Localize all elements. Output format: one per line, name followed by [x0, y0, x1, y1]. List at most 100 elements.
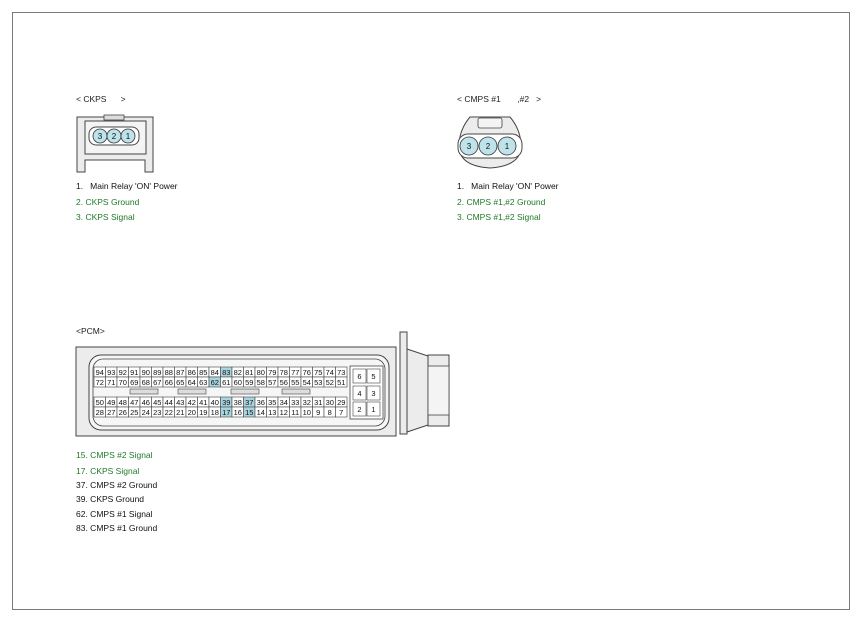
pcm-pin-label-13: 13	[268, 408, 276, 417]
cmps-pin-label-2: 2	[486, 142, 491, 151]
pcm-pin-label-72: 72	[96, 378, 104, 387]
pcm-pin-label-81: 81	[245, 368, 253, 377]
pcm-pin-label-27: 27	[107, 408, 115, 417]
pcm-pin-label-34: 34	[280, 398, 288, 407]
pcm-pin-label-24: 24	[142, 408, 150, 417]
pcm-pin-label-65: 65	[176, 378, 184, 387]
pcm-pin-label-17: 17	[222, 408, 230, 417]
pcm-pin-label-78: 78	[280, 368, 288, 377]
pcm-pin-label-43: 43	[176, 398, 184, 407]
pcm-pin-label-63: 63	[199, 378, 207, 387]
ckps-pin-label-3: 3	[98, 132, 103, 141]
pcm-pin-label-33: 33	[291, 398, 299, 407]
pcm-pin-label-35: 35	[268, 398, 276, 407]
pcm-small-pin-label-3: 3	[371, 389, 375, 398]
pcm-pin-label-49: 49	[107, 398, 115, 407]
pcm-legend-37: 37. CMPS #2 Ground	[76, 480, 158, 490]
pcm-pin-label-18: 18	[211, 408, 219, 417]
cmps-legend-2: 2. CMPS #1,#2 Ground	[457, 197, 546, 207]
pcm-pin-label-68: 68	[142, 378, 150, 387]
ckps-pin-label-2: 2	[112, 132, 117, 141]
ckps-legend-1: 1. Main Relay 'ON' Power	[76, 181, 178, 191]
pcm-pin-label-44: 44	[165, 398, 173, 407]
pcm-pin-label-85: 85	[199, 368, 207, 377]
pcm-pin-label-50: 50	[96, 398, 104, 407]
pcm-pin-label-40: 40	[211, 398, 219, 407]
pcm-title: <PCM>	[76, 326, 105, 336]
pcm-pin-label-77: 77	[291, 368, 299, 377]
ckps-connector: 3 2 1	[76, 114, 154, 173]
pcm-pin-label-19: 19	[199, 408, 207, 417]
ckps-legend-2: 2. CKPS Ground	[76, 197, 140, 207]
pcm-pin-label-59: 59	[245, 378, 253, 387]
pcm-pin-label-38: 38	[234, 398, 242, 407]
pcm-small-pin-4	[352, 385, 367, 401]
pcm-small-pin-label-5: 5	[371, 372, 375, 381]
cmps-legend-1: 1. Main Relay 'ON' Power	[457, 181, 559, 191]
pcm-pin-label-55: 55	[291, 378, 299, 387]
pcm-pin-label-8: 8	[328, 408, 332, 417]
pcm-pin-label-36: 36	[257, 398, 265, 407]
pcm-pin-label-47: 47	[130, 398, 138, 407]
pcm-pin-label-39: 39	[222, 398, 230, 407]
pcm-pin-label-79: 79	[268, 368, 276, 377]
ckps-legend-3: 3. CKPS Signal	[76, 212, 135, 222]
pcm-pin-label-48: 48	[119, 398, 127, 407]
pcm-pin-label-89: 89	[153, 368, 161, 377]
pcm-pin-label-76: 76	[303, 368, 311, 377]
ckps-title: < CKPS >	[76, 94, 126, 104]
pcm-pin-label-74: 74	[326, 368, 334, 377]
pcm-pin-7	[335, 406, 348, 418]
pcm-pin-label-25: 25	[130, 408, 138, 417]
pcm-legend-62: 62. CMPS #1 Signal	[76, 509, 153, 519]
pcm-pin-label-62: 62	[211, 378, 219, 387]
pcm-pin-label-26: 26	[119, 408, 127, 417]
cmps-pin-label-3: 3	[467, 142, 472, 151]
pcm-pin-label-66: 66	[165, 378, 173, 387]
pcm-pin-label-52: 52	[326, 378, 334, 387]
pcm-pin-label-45: 45	[153, 398, 161, 407]
pcm-pin-label-11: 11	[291, 408, 299, 417]
pcm-pin-label-21: 21	[176, 408, 184, 417]
pcm-pin-label-70: 70	[119, 378, 127, 387]
pcm-pin-label-64: 64	[188, 378, 196, 387]
pcm-pin-label-83: 83	[222, 368, 230, 377]
pcm-small-pin-3	[366, 385, 381, 401]
pcm-pin-label-29: 29	[337, 398, 345, 407]
ckps-pin-1	[120, 128, 136, 144]
pcm-pin-label-56: 56	[280, 378, 288, 387]
cmps-connector: 3 2 1	[457, 116, 523, 169]
pcm-small-pin-1	[366, 401, 381, 417]
pcm-small-pin-label-1: 1	[371, 405, 375, 414]
pcm-small-pin-label-2: 2	[357, 405, 361, 414]
pcm-pin-label-41: 41	[199, 398, 207, 407]
cmps-pin-1	[497, 136, 517, 156]
pcm-pin-label-94: 94	[96, 368, 104, 377]
cmps-title: < CMPS #1 ,#2 >	[457, 94, 542, 104]
pcm-legend-39: 39. CKPS Ground	[76, 494, 145, 504]
pcm-pin-label-37: 37	[245, 398, 253, 407]
pcm-pin-label-67: 67	[153, 378, 161, 387]
pcm-pin-label-22: 22	[165, 408, 173, 417]
pcm-pin-label-20: 20	[188, 408, 196, 417]
pcm-pin-label-90: 90	[142, 368, 150, 377]
pcm-pin-label-75: 75	[314, 368, 322, 377]
pcm-pin-label-88: 88	[165, 368, 173, 377]
pcm-pin-label-28: 28	[96, 408, 104, 417]
pcm-pin-label-71: 71	[107, 378, 115, 387]
pcm-pin-label-51: 51	[337, 378, 345, 387]
pcm-pin-51	[335, 376, 348, 388]
pcm-legend-15: 15. CMPS #2 Signal	[76, 450, 153, 460]
pcm-small-pin-2	[352, 401, 367, 417]
pcm-pin-label-10: 10	[303, 408, 311, 417]
pcm-pin-label-60: 60	[234, 378, 242, 387]
pcm-small-pin-label-4: 4	[357, 389, 361, 398]
pcm-small-pin-6	[352, 368, 367, 384]
pcm-pin-label-86: 86	[188, 368, 196, 377]
pcm-pin-label-92: 92	[119, 368, 127, 377]
ckps-pin-label-1: 1	[126, 132, 131, 141]
pcm-pin-label-57: 57	[268, 378, 276, 387]
